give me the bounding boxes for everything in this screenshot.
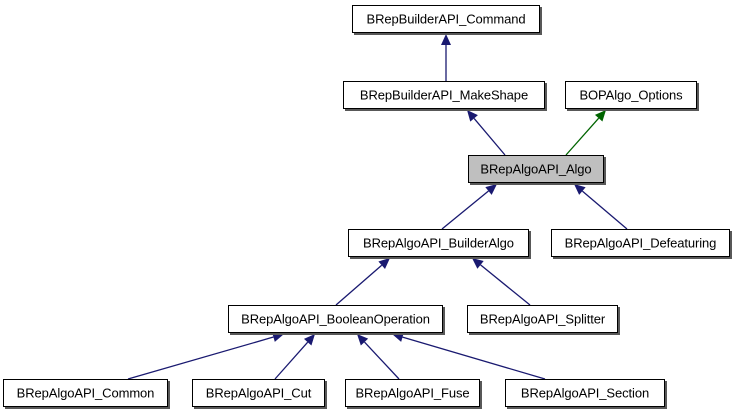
class-node-label: BOPAlgo_Options (579, 87, 683, 102)
class-node-label: BRepBuilderAPI_Command (366, 11, 526, 26)
class-node-label: BRepAlgoAPI_Section (520, 385, 650, 400)
class-node-brepbuilderapi-makeshape[interactable]: BRepBuilderAPI_MakeShape (343, 81, 545, 109)
class-node-brepalgoapi-fuse[interactable]: BRepAlgoAPI_Fuse (345, 379, 480, 407)
class-node-brepalgoapi-cut[interactable]: BRepAlgoAPI_Cut (192, 379, 325, 407)
class-node-label: BRepAlgoAPI_BooleanOperation (241, 311, 430, 326)
class-node-label: BRepAlgoAPI_Defeaturing (564, 235, 717, 250)
class-node-label: BRepAlgoAPI_BuilderAlgo (363, 235, 514, 250)
class-node-label: BRepAlgoAPI_Splitter (479, 311, 606, 326)
class-node-bopalgo-options[interactable]: BOPAlgo_Options (565, 81, 697, 109)
class-node-brepalgoapi-algo[interactable]: BRepAlgoAPI_Algo (468, 155, 604, 183)
class-node-label: BRepAlgoAPI_Common (16, 385, 155, 400)
class-node-brepalgoapi-booleanoperation[interactable]: BRepAlgoAPI_BooleanOperation (228, 305, 443, 333)
class-node-label: BRepAlgoAPI_Cut (205, 385, 312, 400)
class-node-label: BRepAlgoAPI_Fuse (355, 385, 470, 400)
class-node-label: BRepAlgoAPI_Algo (480, 161, 592, 176)
class-node-brepalgoapi-common[interactable]: BRepAlgoAPI_Common (3, 379, 168, 407)
class-node-brepalgoapi-section[interactable]: BRepAlgoAPI_Section (505, 379, 665, 407)
class-node-brepalgoapi-defeaturing[interactable]: BRepAlgoAPI_Defeaturing (551, 229, 730, 257)
class-node-brepalgoapi-builderalgo[interactable]: BRepAlgoAPI_BuilderAlgo (348, 229, 529, 257)
class-node-brepbuilderapi-command[interactable]: BRepBuilderAPI_Command (352, 5, 540, 33)
class-node-brepalgoapi-splitter[interactable]: BRepAlgoAPI_Splitter (467, 305, 618, 333)
class-node-label: BRepBuilderAPI_MakeShape (359, 87, 529, 102)
